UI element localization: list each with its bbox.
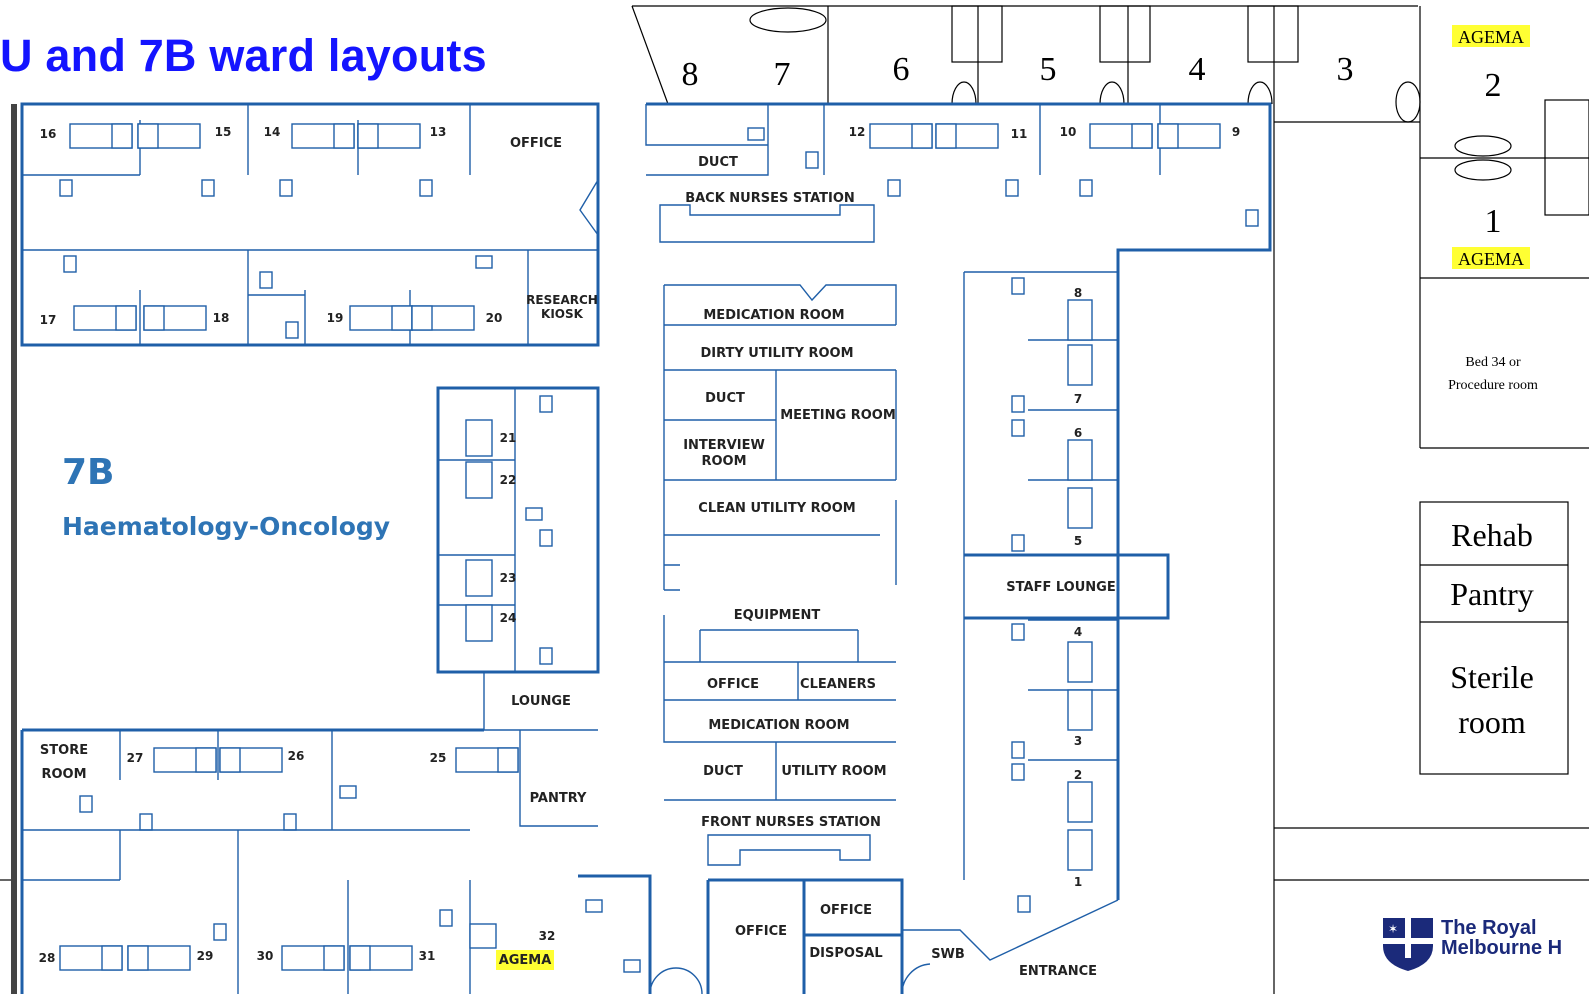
- bed-number-12: 12: [849, 125, 866, 139]
- bed-number-9: 9: [1232, 125, 1240, 139]
- bed-number-3: 3: [1074, 734, 1082, 748]
- room-pantry: PANTRY: [530, 791, 587, 806]
- bed-number-7: 7: [1074, 392, 1082, 406]
- bed-number-11: 11: [1011, 127, 1028, 141]
- bed-number-20: 20: [486, 311, 503, 325]
- room-store-line2: ROOM: [41, 767, 86, 782]
- room-staff-lounge: STAFF LOUNGE: [1006, 580, 1115, 595]
- bed-number-27: 27: [127, 751, 144, 765]
- u-agema-top: AGEMA: [1458, 27, 1524, 47]
- room-disposal: DISPOSAL: [809, 946, 882, 961]
- ward-7b-bed-numbers: 8 7 6 5 4 3 2 1 9 10 11 12 13 14 15 16 1…: [39, 125, 1241, 965]
- logo-line-1: The Royal: [1441, 917, 1537, 939]
- room-dirty-utility: DIRTY UTILITY ROOM: [700, 346, 853, 361]
- u-ward-plan: [0, 5, 1589, 994]
- u-room-3: 3: [1337, 51, 1354, 88]
- u-room-8: 8: [682, 56, 699, 93]
- bed-number-32: 32: [539, 929, 556, 943]
- bed-number-10: 10: [1060, 125, 1077, 139]
- room-duct-low: DUCT: [703, 764, 743, 779]
- agema-32-highlight: [496, 950, 554, 970]
- bed-number-26: 26: [288, 749, 305, 763]
- room-lounge: LOUNGE: [511, 694, 571, 709]
- bed-number-1: 1: [1074, 875, 1082, 889]
- room-cleaners: CLEANERS: [800, 677, 876, 692]
- u-room-7: 7: [774, 56, 791, 93]
- bed-number-16: 16: [40, 127, 57, 141]
- bed-number-25: 25: [430, 751, 447, 765]
- ward-7b-walls: [11, 102, 1272, 994]
- bed-number-5: 5: [1074, 534, 1082, 548]
- slide-title: U and 7B ward layouts: [0, 30, 487, 81]
- bed-number-31: 31: [419, 949, 436, 963]
- room-equipment: EQUIPMENT: [734, 608, 821, 623]
- u-sterile: Sterile: [1450, 659, 1534, 695]
- bed-number-18: 18: [213, 311, 230, 325]
- hospital-logo: ✶ The Royal Melbourne H: [1381, 916, 1589, 976]
- svg-text:✶: ✶: [1388, 922, 1398, 936]
- room-utility: UTILITY ROOM: [781, 764, 886, 779]
- u-room-1: 1: [1485, 203, 1502, 240]
- u-room-2: 2: [1485, 67, 1502, 104]
- room-research-kiosk-line1: RESEARCH: [526, 293, 598, 307]
- bed-number-6: 6: [1074, 426, 1082, 440]
- u-procedure-room-label: Procedure room: [1448, 378, 1538, 393]
- room-office-top: OFFICE: [510, 136, 562, 151]
- room-back-nurses-station: BACK NURSES STATION: [685, 191, 855, 206]
- room-meeting: MEETING ROOM: [780, 408, 896, 423]
- agema-32-label: AGEMA: [499, 953, 552, 968]
- u-bed34-label: Bed 34 or: [1465, 355, 1521, 370]
- bed-number-8: 8: [1074, 286, 1082, 300]
- bed-number-24: 24: [500, 611, 517, 625]
- room-medication-room-2: MEDICATION ROOM: [708, 718, 849, 733]
- bed-number-23: 23: [500, 571, 517, 585]
- u-agema-mid: AGEMA: [1458, 249, 1524, 269]
- u-pantry: Pantry: [1450, 576, 1534, 612]
- room-entrance: ENTRANCE: [1019, 964, 1097, 979]
- room-swb: SWB: [931, 947, 965, 962]
- u-room-5: 5: [1040, 51, 1057, 88]
- bed-number-22: 22: [500, 473, 517, 487]
- u-rehab: Rehab: [1451, 517, 1533, 553]
- room-clean-utility: CLEAN UTILITY ROOM: [698, 501, 855, 516]
- ward-7b-room-labels: OFFICE DUCT BACK NURSES STATION RESEARCH…: [40, 136, 1116, 979]
- room-interview-line1: INTERVIEW: [683, 438, 765, 453]
- bed-number-29: 29: [197, 949, 214, 963]
- crest-icon: ✶: [1383, 918, 1433, 971]
- room-office-bottom: OFFICE: [735, 924, 787, 939]
- bed-number-17: 17: [40, 313, 57, 327]
- logo-line-2: Melbourne H: [1441, 937, 1563, 959]
- room-research-kiosk-line2: KIOSK: [541, 307, 584, 321]
- bed-number-21: 21: [500, 431, 517, 445]
- bed-number-14: 14: [264, 125, 281, 139]
- ward-specialty-label: Haematology-Oncology: [62, 512, 391, 541]
- bed-number-19: 19: [327, 311, 344, 325]
- room-office-bottom-right: OFFICE: [820, 903, 872, 918]
- bed-number-2: 2: [1074, 768, 1082, 782]
- room-duct-mid: DUCT: [705, 391, 745, 406]
- bed-number-28: 28: [39, 951, 56, 965]
- u-room-4: 4: [1189, 51, 1206, 88]
- ward-7b-beds: [59, 123, 1259, 973]
- room-office-mid: OFFICE: [707, 677, 759, 692]
- room-duct-top: DUCT: [698, 155, 738, 170]
- bed-number-30: 30: [257, 949, 274, 963]
- u-ward-labels: 8 7 6 5 4 3 AGEMA 2 1 AGEMA Bed 34 or Pr…: [682, 27, 1539, 740]
- bed-number-15: 15: [215, 125, 232, 139]
- bed-number-4: 4: [1074, 625, 1082, 639]
- room-front-nurses-station: FRONT NURSES STATION: [701, 815, 881, 830]
- room-interview-line2: ROOM: [701, 454, 746, 469]
- ward-name-label: 7B: [62, 452, 115, 493]
- u-room-6: 6: [893, 51, 910, 88]
- u-sterile-room: room: [1458, 704, 1526, 740]
- bed-number-13: 13: [430, 125, 447, 139]
- room-medication-room-1: MEDICATION ROOM: [703, 308, 844, 323]
- room-store-line1: STORE: [40, 743, 88, 758]
